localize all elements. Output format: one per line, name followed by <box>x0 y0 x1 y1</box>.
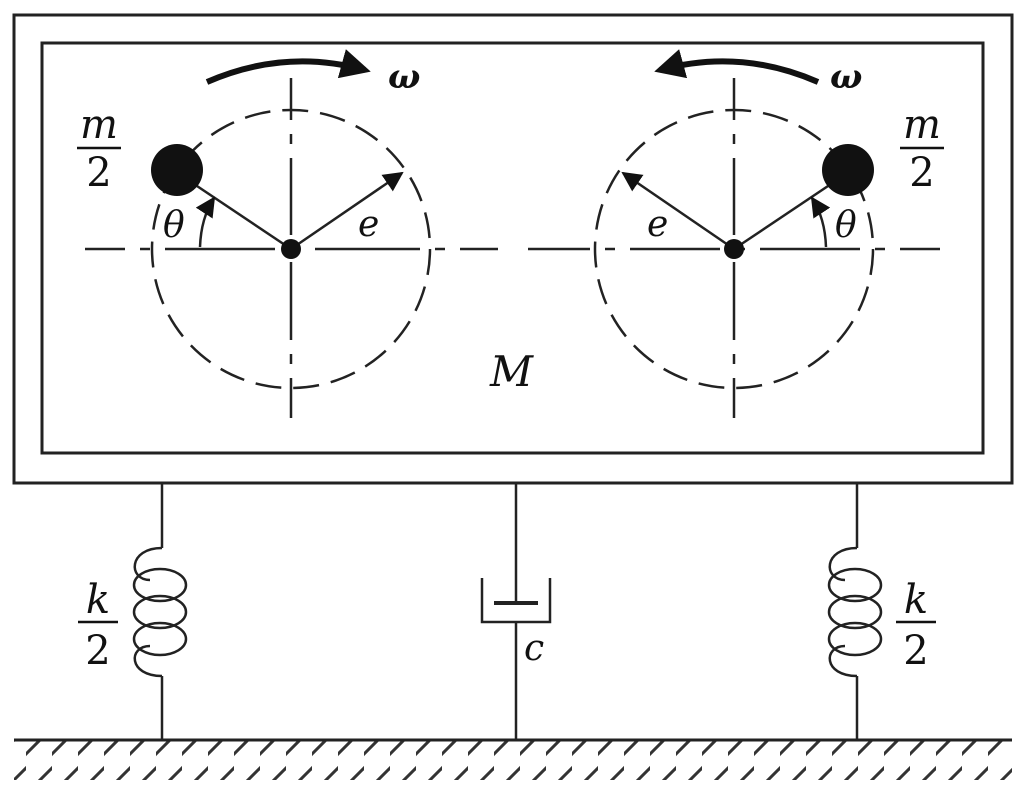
left-spring-denominator: 2 <box>85 628 110 674</box>
left-ecc-arrow <box>290 171 404 251</box>
right-theta-arrow <box>810 196 831 248</box>
right-rotor <box>593 49 875 418</box>
right-mass-numerator: m <box>903 102 941 148</box>
right-spring <box>827 483 883 740</box>
right-spring-denominator: 2 <box>903 628 928 674</box>
left-theta-arrow <box>195 196 216 248</box>
left-spring <box>132 483 188 740</box>
left-mass-numerator: m <box>80 102 118 148</box>
outer-frame <box>12 13 1014 485</box>
ground <box>14 738 1012 780</box>
right-rotor-path <box>593 108 875 390</box>
omega-right-label: ω <box>830 57 862 97</box>
right-mass <box>822 144 874 196</box>
ecc-left-label: e <box>358 204 379 245</box>
right-mass-fraction: m 2 <box>900 102 944 196</box>
right-spring-numerator: k <box>904 577 928 623</box>
left-mass-fraction: m 2 <box>77 102 121 196</box>
omega-left-label: ω <box>388 57 420 97</box>
right-spring-fraction: k 2 <box>896 577 936 674</box>
right-arm <box>733 178 838 251</box>
right-hub <box>724 239 744 259</box>
theta-right-label: θ <box>835 205 857 246</box>
left-arm <box>187 178 292 251</box>
theta-left-label: θ <box>163 205 185 246</box>
left-rotor <box>150 49 432 418</box>
damper <box>480 483 552 740</box>
left-omega-arrow <box>205 49 371 85</box>
left-mass <box>151 144 203 196</box>
right-omega-arrow <box>654 49 820 85</box>
left-spring-numerator: k <box>86 577 110 623</box>
right-ecc-arrow <box>621 171 735 251</box>
left-spring-fraction: k 2 <box>78 577 118 674</box>
total-mass-label: M <box>489 347 534 396</box>
right-mass-denominator: 2 <box>909 150 934 196</box>
ecc-right-label: e <box>647 204 668 245</box>
inner-frame <box>40 41 985 455</box>
left-mass-denominator: 2 <box>86 150 111 196</box>
left-hub <box>281 239 301 259</box>
left-rotor-path <box>150 108 432 390</box>
damper-label: c <box>524 628 544 669</box>
